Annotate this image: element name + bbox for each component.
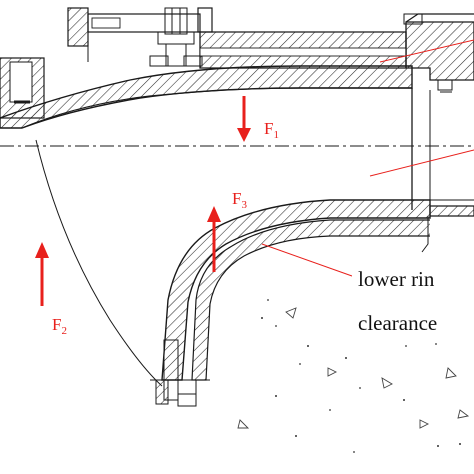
force-f2: F2	[35, 242, 67, 337]
f1-arrowhead	[237, 128, 251, 142]
right-notch	[403, 13, 423, 25]
upper-crown	[0, 65, 413, 129]
leader-middle	[369, 149, 474, 177]
clearance-label-bg	[352, 306, 474, 336]
lower-ring-label-bg	[352, 262, 474, 292]
left-stay-window	[9, 61, 33, 103]
lower-ring	[150, 199, 474, 407]
lower-ring-right-flange	[429, 205, 474, 217]
nut-left	[149, 55, 169, 67]
outer-boundary-curve	[35, 139, 163, 387]
f2-label: F2	[52, 315, 67, 337]
leader-lower-ring	[261, 243, 353, 277]
crown-inner-edge	[21, 87, 412, 129]
nut-right	[183, 55, 203, 67]
lower-ring-label: lower rin	[358, 267, 435, 291]
right-top-bevel	[405, 13, 474, 23]
force-f3: F3	[207, 189, 247, 272]
lower-base-block	[155, 379, 169, 405]
bolt-head-top	[164, 7, 188, 35]
crown-band	[0, 65, 413, 129]
cover-gap	[199, 47, 407, 57]
force-f1: F1	[237, 96, 279, 142]
lower-ring-liner	[191, 219, 430, 381]
f3-arrowhead	[207, 206, 221, 222]
f3-label: F3	[232, 189, 247, 211]
f2-arrowhead	[35, 242, 49, 258]
right-cover-block	[405, 21, 474, 81]
bolt-shank	[165, 43, 187, 67]
upper-structure	[0, 7, 474, 119]
concrete-specks	[261, 299, 461, 453]
top-flange-band	[87, 13, 201, 33]
lower-bolt-1	[177, 379, 197, 395]
lower-bolt-2	[177, 393, 197, 407]
concrete-aggregate	[237, 307, 470, 429]
lower-wall-outer	[163, 339, 179, 401]
clearance-label: clearance	[358, 311, 437, 335]
leader-top	[379, 39, 474, 63]
flange-slot	[91, 17, 121, 29]
right-clamp	[437, 79, 453, 91]
f1-label: F1	[264, 119, 279, 141]
top-flange-left	[67, 7, 89, 47]
